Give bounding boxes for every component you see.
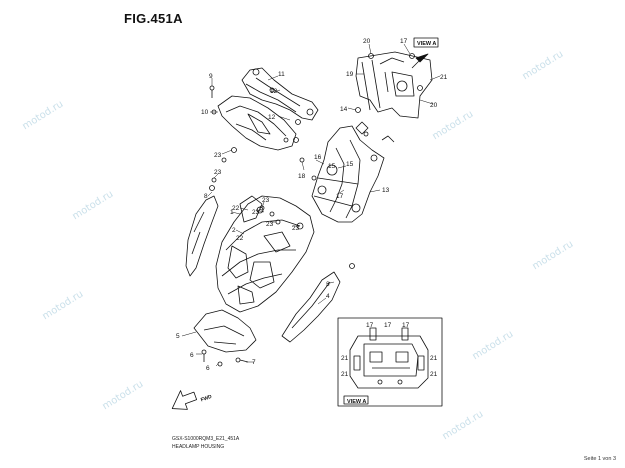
callout-23: 23 xyxy=(266,221,274,228)
figure-code: GSX-S1000RQM3_E21_451A xyxy=(172,436,240,442)
callout-23: 23 xyxy=(262,197,270,204)
callout-12: 12 xyxy=(270,88,278,95)
part-bracket-19 xyxy=(355,51,433,119)
callout-14: 14 xyxy=(340,106,348,113)
view-a-tag-top xyxy=(411,37,439,69)
part-cover-5 xyxy=(193,309,257,353)
fasteners xyxy=(201,85,369,367)
callout-17: 17 xyxy=(400,38,408,45)
inset-view-a xyxy=(337,317,443,407)
callout-21: 21 xyxy=(430,371,438,378)
figure-title: FIG.451A xyxy=(124,11,183,26)
callout-3: 3 xyxy=(326,281,330,288)
callout-20: 20 xyxy=(363,38,371,45)
callout-23: 23 xyxy=(252,209,260,216)
view-a-label-inset: VIEW A xyxy=(347,399,366,405)
callout-6: 6 xyxy=(190,352,194,359)
callout-22: 22 xyxy=(236,235,244,242)
part-cover-4 xyxy=(281,263,355,343)
callout-17: 17 xyxy=(366,322,374,329)
callout-21: 21 xyxy=(440,74,448,81)
callout-6: 6 xyxy=(206,365,210,372)
callout-7: 7 xyxy=(252,359,256,366)
callout-20: 20 xyxy=(430,102,438,109)
figure-caption: HEADLAMP HOUSING xyxy=(172,444,225,450)
callout-1: 1 xyxy=(230,209,234,216)
callout-23: 23 xyxy=(292,225,300,232)
part-duct-8 xyxy=(185,185,219,277)
callout-9: 9 xyxy=(209,73,213,80)
callout-15: 15 xyxy=(328,163,336,170)
callout-4: 4 xyxy=(326,293,330,300)
callout-11: 11 xyxy=(278,71,285,78)
callout-21: 21 xyxy=(430,355,438,362)
callout-10: 10 xyxy=(201,109,209,116)
callout-21: 21 xyxy=(341,355,349,362)
callout-17: 17 xyxy=(336,193,344,200)
callout-19: 19 xyxy=(346,71,354,78)
callout-12: 12 xyxy=(268,114,276,121)
fwd-label: FWD xyxy=(200,394,213,404)
callout-17: 17 xyxy=(384,322,392,329)
fwd-arrow-icon xyxy=(171,390,198,410)
callout-23: 23 xyxy=(214,169,222,176)
callout-16: 16 xyxy=(314,154,322,161)
part-cover-10 xyxy=(217,95,297,151)
callout-17: 17 xyxy=(402,322,410,329)
page-number: Seite 1 von 3 xyxy=(583,456,616,462)
callout-2: 2 xyxy=(232,227,236,234)
callout-21: 21 xyxy=(341,371,349,378)
part-frame-13 xyxy=(311,121,395,223)
callout-18: 18 xyxy=(298,173,306,180)
callout-15: 15 xyxy=(346,161,354,168)
callout-8: 8 xyxy=(204,193,208,200)
part-bracket-11 xyxy=(241,67,319,121)
callout-22: 22 xyxy=(232,205,240,212)
callout-13: 13 xyxy=(382,187,390,194)
callout-23: 23 xyxy=(214,152,222,159)
view-a-label-top: VIEW A xyxy=(417,41,436,47)
callout-5: 5 xyxy=(176,333,180,340)
leader-lines xyxy=(181,43,441,367)
